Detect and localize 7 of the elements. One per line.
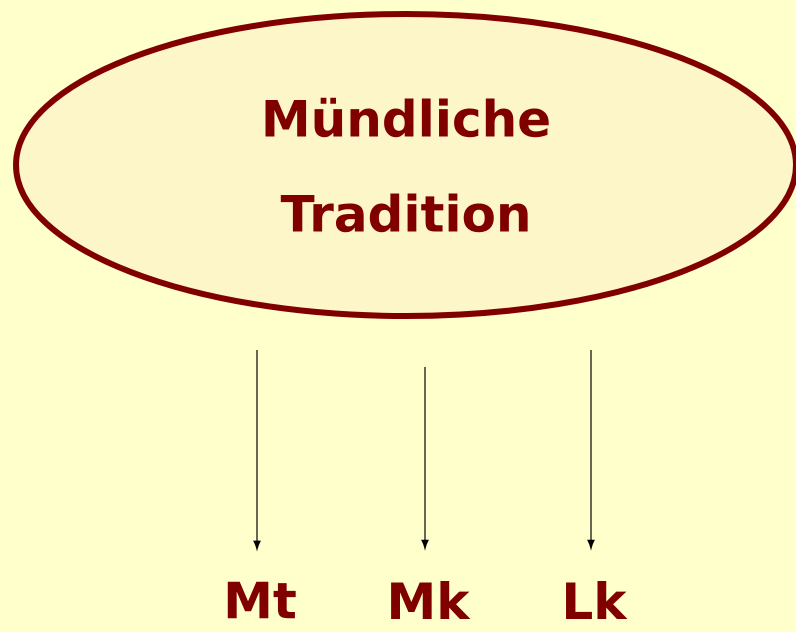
arrow bbox=[253, 350, 261, 550]
arrow bbox=[587, 350, 595, 549]
label: Mt bbox=[228, 582, 296, 618]
label: Mk bbox=[391, 581, 470, 619]
label: Lk bbox=[566, 581, 628, 619]
arrow bbox=[421, 367, 429, 549]
oval: Mündliche Tradition bbox=[13, 11, 796, 319]
